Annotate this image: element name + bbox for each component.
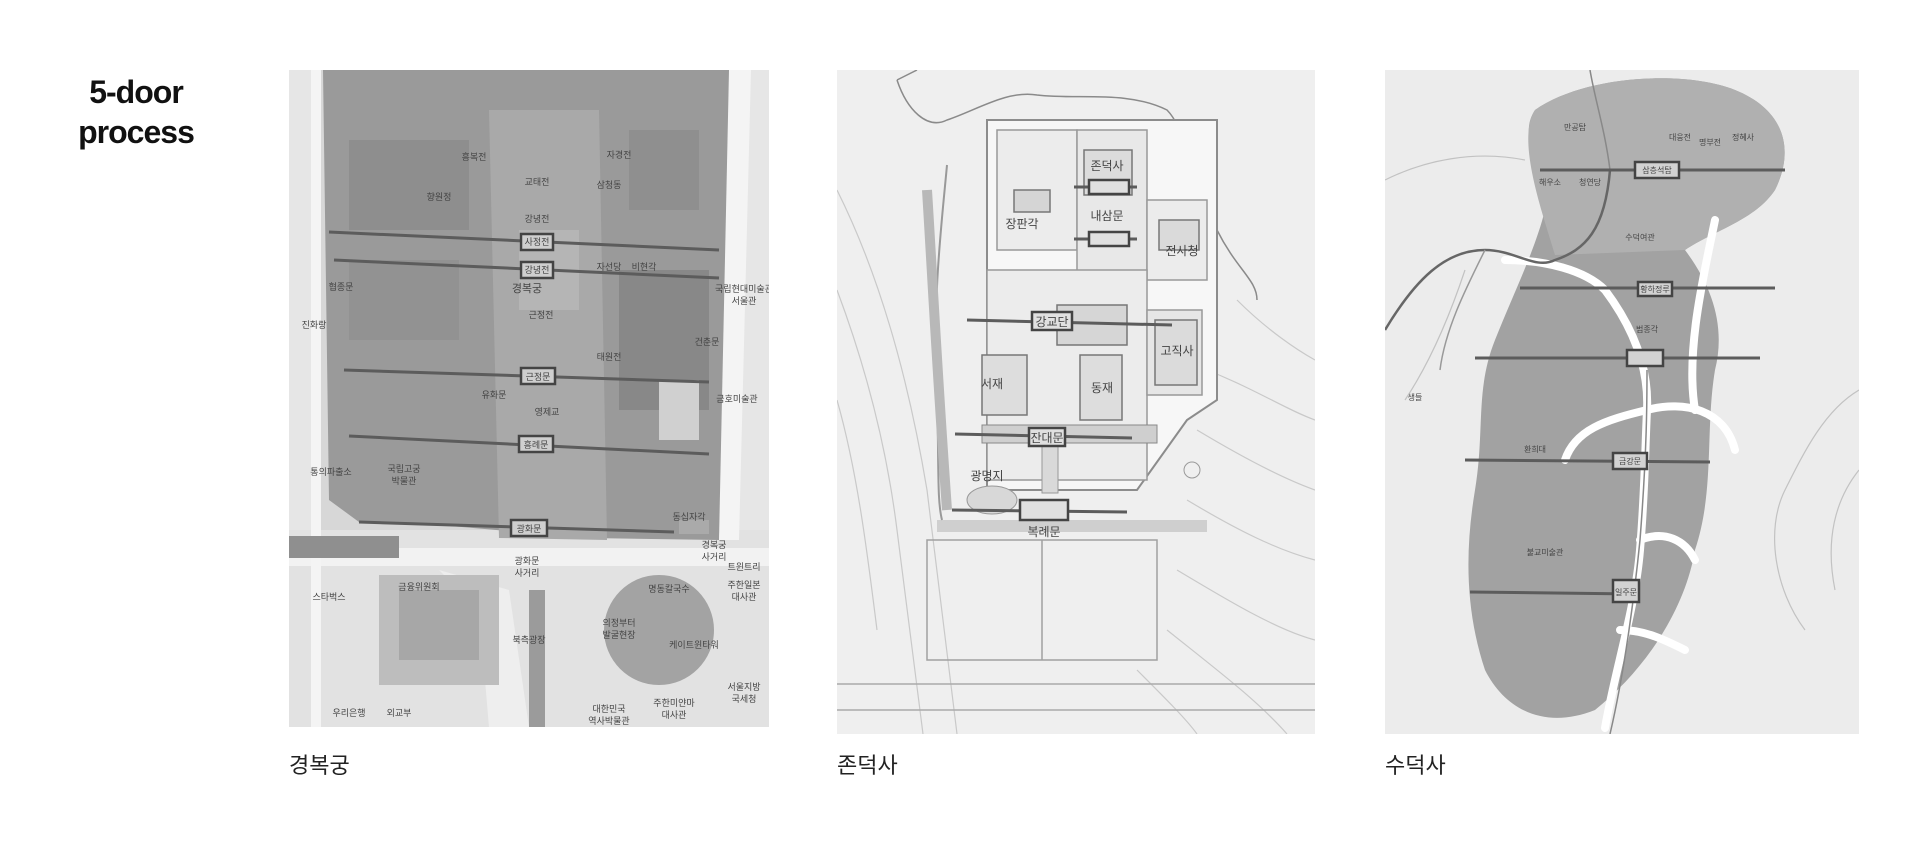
map-label: 외교부 [387,707,412,719]
map-label: 사거리 [702,552,727,563]
map-label: 유화문 [482,390,507,401]
map-label: 북측광장 [512,634,545,646]
map-label: 자선당 [597,262,622,273]
map-label: 금융위원회 [398,582,439,593]
map-label: 진화랑 [302,319,327,331]
map-label: 정혜사 [1732,132,1755,142]
map-label: 케이트윈타워 [669,640,719,651]
caption-jondeoksa: 존덕사 [837,754,898,779]
map-label: 태원전 [597,352,622,363]
map-label: 대한민국 [592,704,625,715]
map-label: 서울지방 [727,682,760,693]
map-label: 명동칼국수 [648,584,689,595]
gate-label: 금강문 [1619,456,1641,466]
map-label: 트윈트리 [727,562,760,573]
gate-label: 흥례문 [524,439,549,451]
map-label: 발굴현장 [602,630,635,641]
map-label: 강녕전 [525,214,550,225]
map-label: 해우소 [1539,177,1561,187]
map-label: 경복궁 [702,539,727,551]
map-label: 고직사 [1160,344,1193,358]
map-label: 수덕여관 [1625,232,1655,242]
map-label: 동십자각 [672,511,705,523]
map-label: 대사관 [732,592,757,603]
map-label: 서재 [981,377,1003,391]
map-label: 청연당 [1579,177,1602,187]
map-label: 환희대 [1524,444,1546,454]
map-label: 향원정 [427,191,452,203]
map-panel-jondeoksa: 존덕사 내삼문 강교단 잔대문 복례문 장판각 전사청 고직사 서재 동재 광명… [837,70,1315,734]
map-label: 경복궁 [512,282,542,295]
map-label: 박물관 [392,476,417,487]
map-label: 역사박물관 [588,716,629,727]
map-label: 협종문 [329,281,354,293]
map-label: 장판각 [1005,217,1038,231]
map-label: 스타벅스 [312,592,345,603]
caption-sudeoksa: 수덕사 [1385,754,1446,779]
map-label: 생들 [1408,392,1423,402]
map-label: 교태전 [525,177,550,188]
map-label: 불교미술관 [1527,547,1564,557]
map-label: 만공탑 [1564,123,1587,132]
gate-label: 강녕전 [525,265,550,276]
map-label: 국세청 [732,694,757,705]
map-label: 통의파출소 [310,467,351,478]
gate-label: 복례문 [1027,525,1060,539]
title-line-1: 5-door [89,74,184,110]
map-label: 광화문 [515,555,540,567]
map-label: 우리은행 [332,707,365,719]
gate-label: 존덕사 [1090,159,1123,173]
map-panel-sudeoksa: 삼층석탑 황하정루 범종각 금강문 일주문 대웅전 명부전 청연당 불교미술관 … [1385,70,1859,734]
map-label: 금호미술관 [716,394,757,405]
gate-label: 삼층석탑 [1642,165,1672,175]
map-label: 삼청동 [597,180,622,191]
gate-label: 황하정루 [1640,284,1669,294]
map-label: 자경전 [607,149,632,161]
map-label: 근정전 [529,310,554,321]
gate-label: 잔대문 [1030,431,1063,445]
map-label: 영제교 [535,407,560,418]
gate-label: 일주문 [1615,588,1637,597]
gate-label: 강교단 [1035,315,1068,329]
map-label: 대사관 [662,710,687,721]
map-label: 광명지 [970,469,1003,483]
map-label: 전사청 [1165,244,1198,258]
map-label: 비현각 [632,261,657,273]
gate-label: 범종각 [1636,324,1659,334]
map-panel-gyeongbokgung: 사정전 강녕전 근정문 흥례문 광화문 자경전 교태전 강녕전 경복궁 자선당 … [289,70,769,727]
gate-label: 근정문 [526,372,551,383]
map-label: 흥복전 [462,151,487,163]
gate-label: 사정전 [525,237,550,248]
gate-label: 내삼문 [1090,209,1123,223]
map-label: 대웅전 [1669,132,1691,142]
map-jondeoksa: 존덕사 내삼문 강교단 잔대문 복례문 장판각 전사청 고직사 서재 동재 광명… [837,70,1315,734]
map-label: 사거리 [515,568,540,579]
map-label: 동재 [1091,381,1113,395]
map-label: 국립고궁 [387,464,420,475]
page-title: 5-door process [62,72,210,152]
map-label: 의정부터 [602,618,635,629]
map-sudeoksa: 삼층석탑 황하정루 범종각 금강문 일주문 대웅전 명부전 청연당 불교미술관 … [1385,70,1859,734]
map-label: 주한일본 [727,580,760,591]
map-label: 서울관 [732,296,757,307]
map-label: 주한미얀마 [653,697,695,709]
gate-label: 광화문 [517,523,542,535]
caption-gyeongbokgung: 경복궁 [289,754,350,779]
map-label: 국립현대미술관 [715,284,769,295]
map-label: 건춘문 [695,337,720,348]
map-gyeongbokgung: 사정전 강녕전 근정문 흥례문 광화문 자경전 교태전 강녕전 경복궁 자선당 … [289,70,769,727]
title-line-2: process [78,114,195,150]
map-label: 명부전 [1699,137,1721,147]
